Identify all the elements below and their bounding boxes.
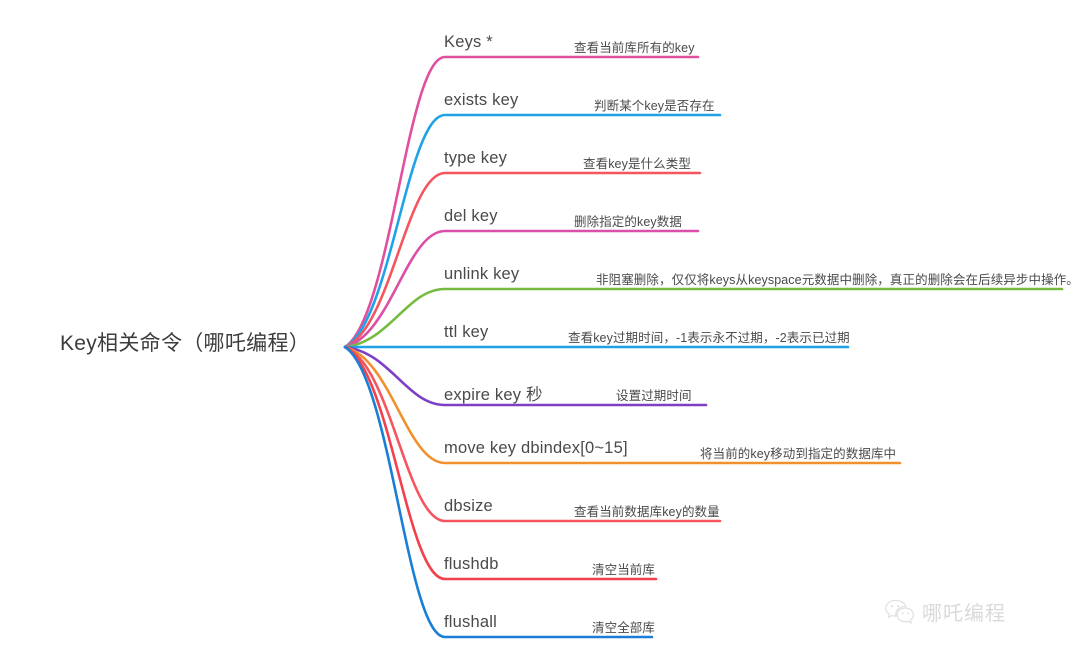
branch-connector bbox=[343, 113, 722, 349]
branch-description: 查看key过期时间，-1表示永不过期，-2表示已过期 bbox=[568, 331, 850, 345]
branch-connector bbox=[343, 345, 658, 581]
branch-label[interactable]: del key bbox=[444, 207, 498, 225]
branch-description: 判断某个key是否存在 bbox=[594, 99, 715, 113]
branch-description: 查看当前数据库key的数量 bbox=[574, 505, 720, 519]
branch-description: 清空当前库 bbox=[592, 563, 656, 577]
wechat-icon bbox=[885, 599, 914, 624]
branch-connector bbox=[343, 345, 708, 407]
branch-label[interactable]: Keys * bbox=[444, 33, 493, 51]
branch-connector bbox=[343, 55, 700, 349]
branch-connector bbox=[343, 345, 902, 465]
branch-description: 将当前的key移动到指定的数据库中 bbox=[700, 447, 897, 461]
branch-connector bbox=[343, 229, 700, 349]
branch-label[interactable]: dbsize bbox=[444, 497, 493, 515]
branch-connector bbox=[343, 287, 1064, 349]
branch-connector bbox=[343, 345, 654, 639]
watermark-text: 哪吒编程 bbox=[922, 603, 1006, 625]
branch-label[interactable]: move key dbindex[0~15] bbox=[444, 439, 628, 457]
branch-label[interactable]: ttl key bbox=[444, 323, 489, 341]
branch-description: 查看当前库所有的key bbox=[574, 41, 695, 55]
branch-label[interactable]: flushdb bbox=[444, 555, 499, 573]
branch-label[interactable]: expire key 秒 bbox=[444, 386, 543, 404]
branch-label[interactable]: type key bbox=[444, 149, 508, 167]
branch-description: 非阻塞删除，仅仅将keys从keyspace元数据中删除，真正的删除会在后续异步… bbox=[596, 273, 1079, 287]
branch-description: 查看key是什么类型 bbox=[583, 157, 691, 171]
watermark: 哪吒编程 bbox=[885, 597, 1006, 626]
branch-label[interactable]: flushall bbox=[444, 613, 497, 631]
branch-connector bbox=[343, 171, 702, 349]
branch-description: 设置过期时间 bbox=[616, 389, 692, 403]
branch-connector bbox=[343, 345, 722, 523]
root-node-label[interactable]: Key相关命令（哪吒编程） bbox=[59, 332, 311, 355]
branch-description: 清空全部库 bbox=[592, 621, 656, 635]
branch-label[interactable]: exists key bbox=[444, 91, 519, 109]
branch-label[interactable]: unlink key bbox=[444, 265, 520, 283]
branch-description: 删除指定的key数据 bbox=[574, 215, 682, 229]
